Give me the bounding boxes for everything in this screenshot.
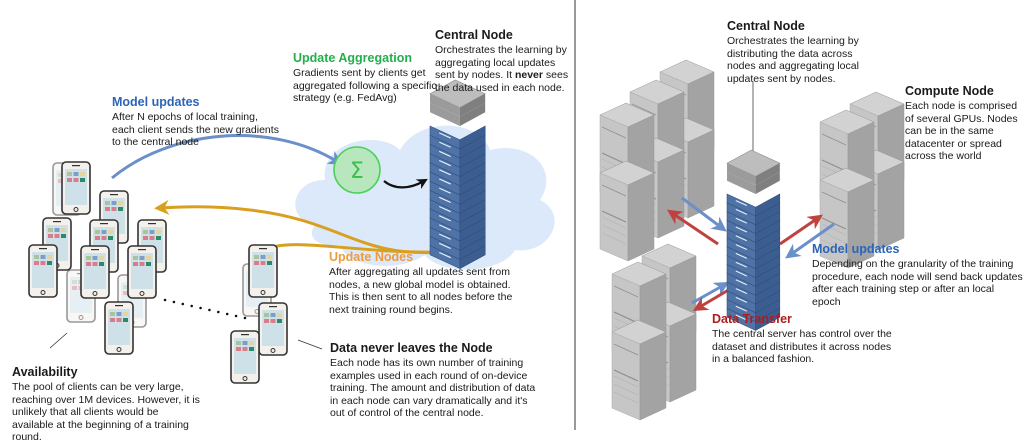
availability-body: The pool of clients can be very large, r… — [12, 381, 200, 444]
data-never-leaves-pointer — [297, 339, 323, 350]
compute-cluster-icon — [611, 243, 697, 421]
central-node-body-emphasis: never — [514, 69, 543, 82]
smartphone-icon — [230, 330, 260, 384]
server-top — [726, 149, 781, 195]
central-node-body-right: Orchestrates the learning by distributin… — [727, 35, 859, 85]
sigma-icon: Σ — [333, 146, 381, 194]
server-rack-icon — [429, 79, 486, 270]
server-unit — [429, 153, 486, 178]
central-node-heading-left: Central Node — [435, 28, 513, 42]
svg-text:Σ: Σ — [350, 159, 364, 184]
server-unit — [429, 189, 486, 214]
update-nodes-body: After aggregating all updates sent from … — [329, 266, 513, 316]
diagram-canvas: Σ — [28, 59, 905, 421]
compute-node-body: Each node is comprised of several GPUs. … — [905, 100, 1018, 163]
compute-rack — [611, 319, 667, 421]
update-nodes-heading: Update Nodes — [329, 250, 414, 264]
data-transfer-body: The central server has control over the … — [712, 328, 892, 366]
server-unit — [429, 134, 486, 159]
panel-divider — [574, 0, 576, 430]
server-rack-icon — [726, 149, 781, 331]
dotted-connector — [163, 298, 247, 320]
smartphone-icon — [28, 244, 58, 298]
data-never-leaves-heading: Data never leaves the Node — [330, 341, 493, 355]
data-never-leaves-note: Data never leaves the Node Each node has… — [330, 341, 545, 420]
server-unit — [429, 125, 486, 150]
availability-heading: Availability — [12, 365, 78, 379]
model-updates-heading: Model updates — [112, 95, 200, 109]
model-updates-heading-right: Model updates — [812, 242, 900, 256]
central-node-heading-right: Central Node — [727, 19, 805, 33]
availability-pointer — [49, 332, 68, 349]
smartphone-icon — [80, 245, 110, 299]
compute-rack — [599, 160, 655, 262]
server-unit — [726, 281, 781, 305]
smartphone-icon — [127, 245, 157, 299]
server-unit — [726, 263, 781, 287]
server-unit — [726, 211, 781, 235]
data-transfer-heading: Data Transfer — [712, 312, 792, 326]
availability-note: Availability The pool of clients can be … — [12, 365, 202, 444]
smartphone-icon — [258, 302, 288, 356]
model-updates-body: After N epochs of local training, each c… — [112, 111, 279, 149]
smartphone-icon — [248, 244, 278, 298]
central-node-note-left: Central Node Orchestrates the learning b… — [435, 28, 575, 94]
client-phones — [28, 161, 288, 384]
smartphone-icon — [61, 161, 91, 215]
model-updates-body-right: Depending on the granularity of the trai… — [812, 258, 1023, 308]
model-update-arrow-tr — [785, 222, 835, 259]
data-transfer-arrow-tr — [779, 214, 823, 246]
server-unit — [429, 162, 486, 187]
update-nodes-arrow-clients — [154, 199, 441, 255]
data-never-leaves-body: Each node has its own number of training… — [330, 357, 536, 420]
smartphone-icon — [104, 301, 134, 355]
model-update-arrow-tl — [681, 196, 727, 232]
central-node-note-right: Central Node Orchestrates the learning b… — [727, 19, 867, 85]
data-transfer-note: Data Transfer The central server has con… — [712, 312, 902, 366]
central-node-body-part: Orchestrates the learning by aggregating… — [435, 44, 567, 82]
model-updates-arrow — [111, 134, 344, 180]
compute-node-heading: Compute Node — [905, 84, 994, 98]
server-unit — [429, 143, 486, 168]
aggregation-to-server-arrow — [383, 178, 428, 190]
server-unit — [726, 193, 781, 217]
central-node-body-left: Orchestrates the learning by aggregating… — [435, 44, 575, 94]
server-unit — [726, 246, 781, 270]
update-nodes-note: Update Nodes After aggregating all updat… — [329, 250, 529, 316]
data-transfer-arrow-tl — [667, 209, 719, 246]
update-aggregation-note: Update Aggregation Gradients sent by cli… — [293, 51, 448, 105]
model-updates-note-right: Model updates Depending on the granulari… — [812, 242, 1024, 308]
model-updates-note: Model updates After N epochs of local tr… — [112, 95, 282, 149]
compute-node-note: Compute Node Each node is comprised of s… — [905, 84, 1024, 163]
update-aggregation-body: Gradients sent by clients get aggregated… — [293, 67, 437, 105]
central-node-body-part: sees the data used in each node. — [435, 69, 569, 94]
update-aggregation-heading: Update Aggregation — [293, 51, 412, 65]
